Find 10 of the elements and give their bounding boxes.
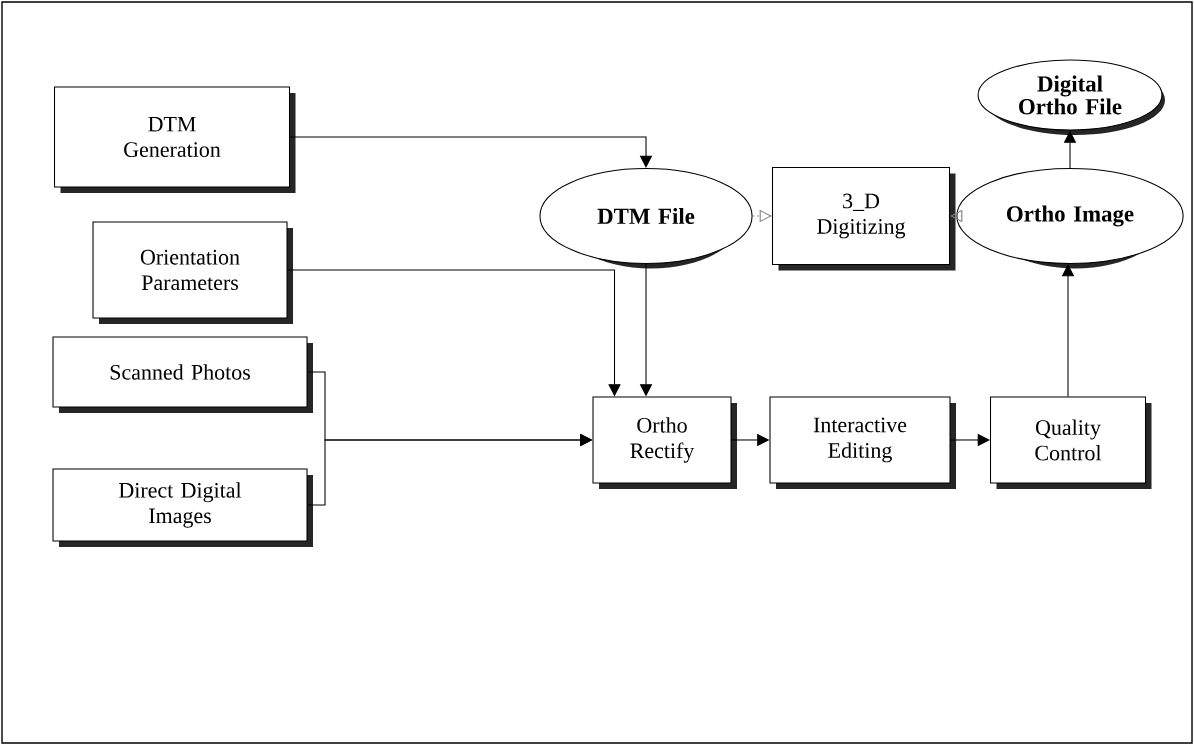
process-box: Scanned Photos — [52, 336, 313, 413]
process-box: Ortho Rectify — [592, 396, 737, 489]
process-box: Orientation Parameters — [92, 221, 293, 324]
process-box: Direct Digital Images — [52, 468, 313, 547]
process-box: 3_D Digitizing — [772, 166, 956, 271]
process-box: DTM Generation — [54, 86, 296, 193]
process-box: Interactive Editing — [769, 396, 956, 489]
node-label: Ortho Image — [1007, 205, 1134, 227]
arrow — [289, 136, 653, 168]
process-box: Quality Control — [990, 396, 1152, 489]
